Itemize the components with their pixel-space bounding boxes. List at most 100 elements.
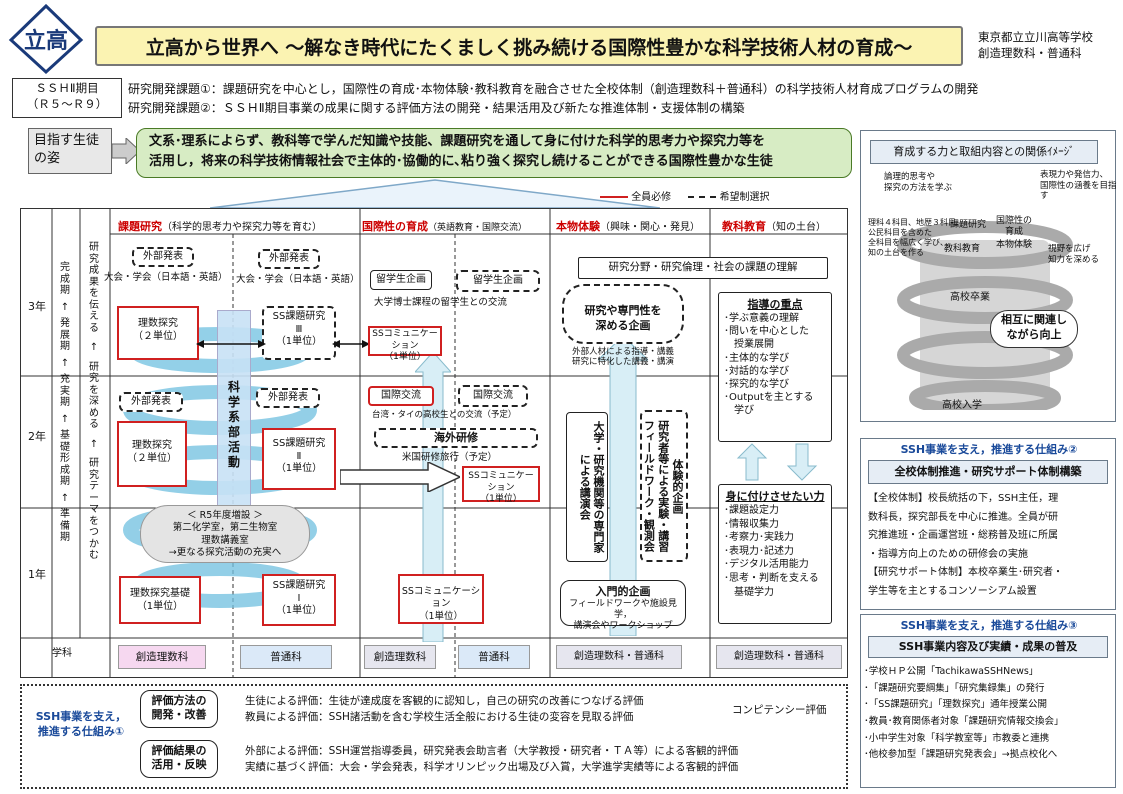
mechanism-2-line: 【研究サポート体制】本校卒業生･研究者・ [868, 567, 1063, 578]
mechanism-2-panel [860, 438, 1116, 610]
school-course-line: 創造理数科・普通科 [978, 45, 1082, 60]
intl-student-box: 留学生企画 [370, 270, 432, 290]
overseas-training-sub: 米国研修旅行（予定） [402, 452, 498, 463]
period-range: （Ｒ５～Ｒ９） [26, 97, 108, 112]
ss-communication-1: SSコミュニケーション （1単位） [398, 574, 484, 624]
real-up-arrow [596, 335, 650, 637]
intl-exchange-box: 国際交流 [368, 386, 434, 406]
intro-program-box: 入門的企画 フィールドワークや施設見学， 講演会やワークショップ [560, 580, 686, 631]
year-2: 2年 [28, 430, 46, 443]
spiral-label-real: 本物体験 [996, 240, 1033, 250]
arrow-right-icon [340, 462, 460, 492]
deep-research-title: 研究や専門性を 深める企画 [584, 304, 662, 332]
dept-label: 学科 [52, 648, 72, 659]
univ-lecture-box: 大学・研究機関等の専門家による講演会 [566, 412, 608, 562]
understanding-box: 研究分野・研究倫理・社会の課題の理解 [578, 257, 828, 279]
activity-arrow: ↑ [89, 438, 99, 450]
focus-item: 授業展開 [724, 339, 774, 351]
ss-research-3: SS課題研究 Ⅲ （1単位） [262, 306, 336, 360]
legend-solid-swatch [600, 196, 628, 198]
research-theme-1: 研究開発課題①：課題研究を中心とし，国際性の育成･本物体験･教科教育を融合させた… [128, 82, 979, 96]
col-title: 国際性の育成 [362, 220, 428, 233]
school-name-line: 東京都立立川高等学校 [978, 30, 1093, 44]
eval-result-pill: 評価結果の 活用・反映 [140, 740, 218, 778]
skill-item: ･考察力･実践力 [724, 532, 794, 544]
ss-communication-3: SSコミュニケーション （1単位） [368, 326, 442, 362]
rikasu-tankyu-2: 理数探究 （２単位） [117, 421, 187, 487]
legend: 全員必修 希望制選択 [600, 188, 840, 203]
col-title: 課題研究 [118, 220, 162, 233]
connector-arrows [196, 340, 370, 348]
legend-dashed-label: 希望制選択 [719, 192, 770, 203]
ss-research-1: SS課題研究 Ⅰ （1単位） [262, 574, 336, 626]
intl-exchange-sub: 台湾・タイの高校生との交流（予定） [372, 410, 517, 420]
mechanism-3-text: ･学校ＨＰ公開「TachikawaSSHNews」 ･「課題研究要綱集」「研究集… [864, 664, 1114, 764]
focus-item: 学び [724, 405, 754, 417]
year-1: 1年 [28, 568, 46, 581]
skills-box: 身に付けさせたい力 ･課題設定力 ･情報収集力 ･考察力･実践力 ･表現力･記述… [718, 484, 832, 624]
overseas-training-box: 海外研修 [374, 428, 538, 448]
school-name: 東京都立立川高等学校 創造理数科・普通科 [978, 30, 1118, 61]
skill-item: ･表現力･記述力 [724, 545, 794, 557]
eval-result-lines: 外部による評価：SSH運営指導委員，研究発表会助言者（大学教授・研究者・ＴＡ等）… [245, 743, 845, 776]
col-sub: （科学的思考力や探究力等を育む） [162, 222, 322, 233]
goal-label: 目指す生徒の姿 [28, 128, 112, 174]
ext-present-box: 外部発表 [132, 247, 194, 267]
spiral-label-intl: 国際性の 育成 [996, 216, 1033, 237]
focus-item: ･問いを中心とした [724, 326, 809, 338]
dept-cell: 創造理数科・普通科 [716, 645, 842, 669]
mechanism-2-head: 全校体制推進・研究サポート体制構築 [868, 460, 1108, 484]
dept-cell: 創造理数科 [118, 645, 206, 669]
growth-spiral [897, 221, 1073, 410]
logo-emblem-icon: 立高 [8, 3, 84, 75]
goal-line-2: 活用し，将来の科学技術情報社会で主体的･協働的に､粘り強く探究し続けることができ… [149, 154, 773, 170]
ss-research-2: SS課題研究 Ⅱ （1単位） [262, 428, 336, 490]
eval-method-pill: 評価方法の 開発・改善 [140, 690, 218, 728]
mechanism-3-head: SSH事業内容及び実績・成果の普及 [868, 636, 1108, 658]
focus-item: ･学ぶ意義の理解 [724, 313, 799, 324]
activity: 研究を深める [89, 361, 99, 431]
eval-line: 生徒による評価：生徒が達成度を客観的に認知し，自己の研究の改善につなげる評価 [245, 695, 644, 707]
col-sub: （知の土台） [766, 222, 826, 233]
deep-research-box: 研究や専門性を 深める企画 外部人材による指導・講義 研究に特化した講義・講演 [562, 284, 684, 367]
dept-cell: 創造理数科・普通科 [556, 645, 682, 669]
mechanism-2-line: ・指導方向上のための研修会の実施 [868, 548, 1028, 560]
intl-student-sub: 大学博士課程の留学生との交流 [374, 297, 507, 308]
period-label: ＳＳＨⅡ期目 [35, 81, 99, 95]
stages-column: 完成期 ↑ 発展期 ↑ 充実期 ↑ 基礎形成期 ↑ 準備期 [58, 262, 72, 544]
mechanism-1-label: SSH事業を支え， 推進する仕組み① [35, 710, 127, 738]
skill-item: ･デジタル活用能力 [724, 559, 809, 571]
page-title: 立高から世界へ ～解なき時代にたくましく挑み続ける国際性豊かな科学技術人材の育成… [95, 26, 963, 66]
skills-title: 身に付けさせたい力 [725, 490, 825, 503]
research-theme-2: 研究開発課題②：ＳＳＨⅡ期目事業の成果に関する評価方法の開発・結果活用及び新たな… [128, 101, 745, 115]
spiral-note-subjects: 理科４科目、地歴３科目、 公民科目を含めた 全科目を幅広く学び、 知の土台を作る [868, 218, 964, 257]
eval-line: 外部による評価：SSH運営指導委員，研究発表会助言者（大学教授・研究者・ＴＡ等）… [245, 745, 739, 757]
hands-on-box: 体験的企画 研究者等による実験・講習 フィールドワーク・観測会 [640, 410, 688, 562]
mechanism-3-line: ･小中学生対象「科学教室等」市教委と連携 [864, 732, 1050, 744]
stage: 充実期 [60, 374, 70, 408]
stage: 基礎形成期 [60, 430, 70, 487]
spiral-entrance: 高校入学 [942, 400, 982, 411]
ext-present-box: 外部発表 [258, 249, 320, 269]
col-header-subject: 教科教育（知の土台） [722, 218, 826, 234]
science-club-bar [217, 310, 251, 540]
relationship-title: 育成する力と取組内容との関係ｲﾒｰｼﾞ [870, 140, 1098, 164]
col-sub: （興味・関心・発見） [600, 222, 700, 233]
rikasu-tankyu-3: 理数探究 （２単位） [117, 306, 199, 360]
stage: 完成期 [60, 262, 70, 296]
skill-item: 基礎学力 [724, 586, 774, 598]
eval-line: 実績に基づく評価：大会・学会発表，科学オリンピック出場及び入賞，大学進学実績等に… [245, 761, 739, 774]
mechanism-3-title: SSH事業を支え，推進する仕組み③ [900, 619, 1078, 632]
stage: 準備期 [60, 509, 70, 543]
spiral-note-vision: 視野を広げ 知力を深める [1048, 244, 1100, 265]
spiral-label-subject: 教科教育 [944, 244, 981, 254]
stage-arrow: ↑ [60, 301, 70, 313]
year-3: 3年 [28, 300, 46, 313]
facility-cloud: ＜ R5年度増設 ＞ 第二化学室，第二生物室 理数講義室 →更なる探究活動の充実… [140, 505, 310, 563]
mechanism-2-line: 【全校体制】校長統括の下，SSH主任，理 [868, 493, 1059, 504]
spiral-label-research: 課題研究 [950, 220, 987, 230]
arrow-right-icon [112, 138, 140, 164]
legend-dashed-swatch [688, 196, 717, 198]
focus-title: 指導の重点 [747, 298, 803, 311]
ss-communication-2: SSコミュニケーション （1単位） [462, 466, 540, 504]
